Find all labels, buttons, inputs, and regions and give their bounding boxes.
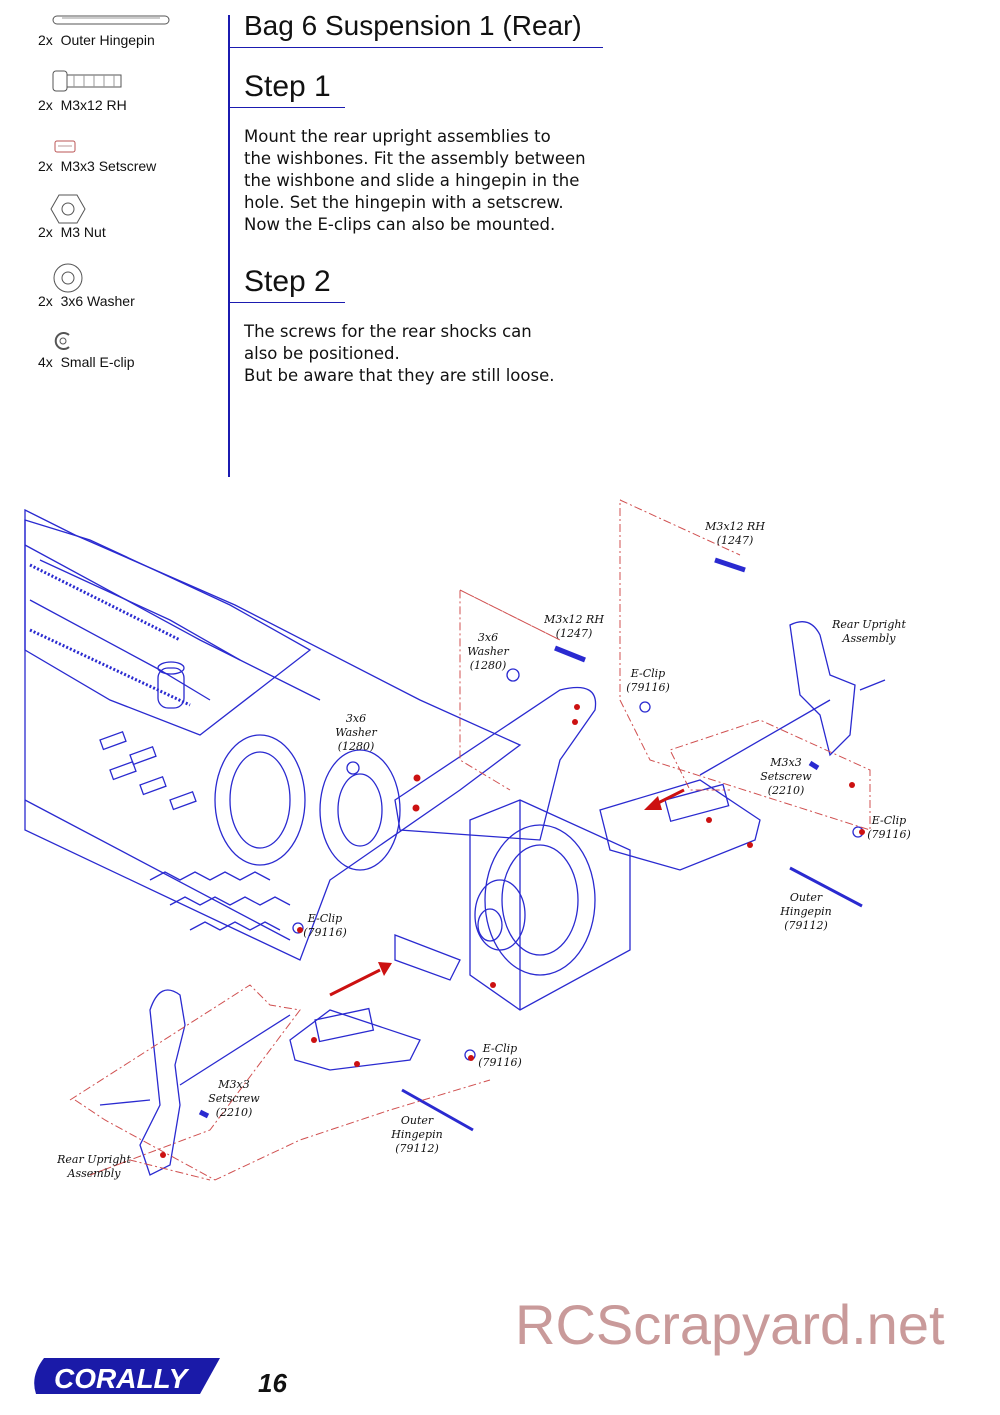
eclip-icon [54, 332, 70, 350]
callout-eclip-right: E-Clip(79116) [867, 814, 911, 841]
part-item: 2x M3x12 RH [38, 97, 127, 113]
callout-m3x12-top: M3x12 RH(1247) [704, 520, 765, 547]
guide-lines [69, 499, 871, 1181]
page-title: Bag 6 Suspension 1 (Rear) [244, 10, 582, 41]
callout-eclip-top: E-Clip(79116) [626, 667, 670, 694]
hingepin-icon [52, 15, 170, 25]
nut-icon [50, 194, 86, 224]
callout-eclip-bottom: E-Clip(79116) [478, 1042, 522, 1069]
team-corally-logo: TEAM CORALLY [34, 1358, 221, 1394]
step1-heading: Step 1 [244, 70, 331, 103]
part-item: 2x M3x3 Setscrew [38, 158, 157, 174]
step2-underline [230, 302, 345, 303]
screw-icon [52, 70, 122, 92]
callout-m3x12-mid: M3x12 RH(1247) [543, 613, 604, 640]
column-divider [228, 15, 230, 477]
step1-text: Mount the rear upright assemblies to the… [244, 127, 586, 234]
step2-heading: Step 2 [244, 265, 331, 298]
part-item: 4x Small E-clip [38, 354, 135, 370]
chassis-drawing [24, 508, 886, 1176]
assembly-arrows [329, 788, 685, 997]
part-item: 2x 3x6 Washer [38, 293, 135, 309]
part-item: 2x Outer Hingepin [38, 32, 155, 48]
part-item: 2x M3 Nut [38, 224, 106, 240]
title-underline [230, 47, 603, 48]
callout-eclip-left: E-Clip(79116) [303, 912, 347, 939]
svg-text:CORALLY: CORALLY [54, 1363, 190, 1394]
watermark: RCScrapyard.net [515, 1293, 945, 1356]
hole-markers [160, 704, 865, 1158]
setscrew-icon [54, 140, 76, 153]
page-number: 16 [258, 1368, 287, 1398]
step1-underline [230, 107, 345, 108]
washer-icon [53, 263, 83, 293]
svg-text:TEAM: TEAM [128, 1358, 148, 1365]
step2-text: The screws for the rear shocks can also … [244, 322, 555, 385]
